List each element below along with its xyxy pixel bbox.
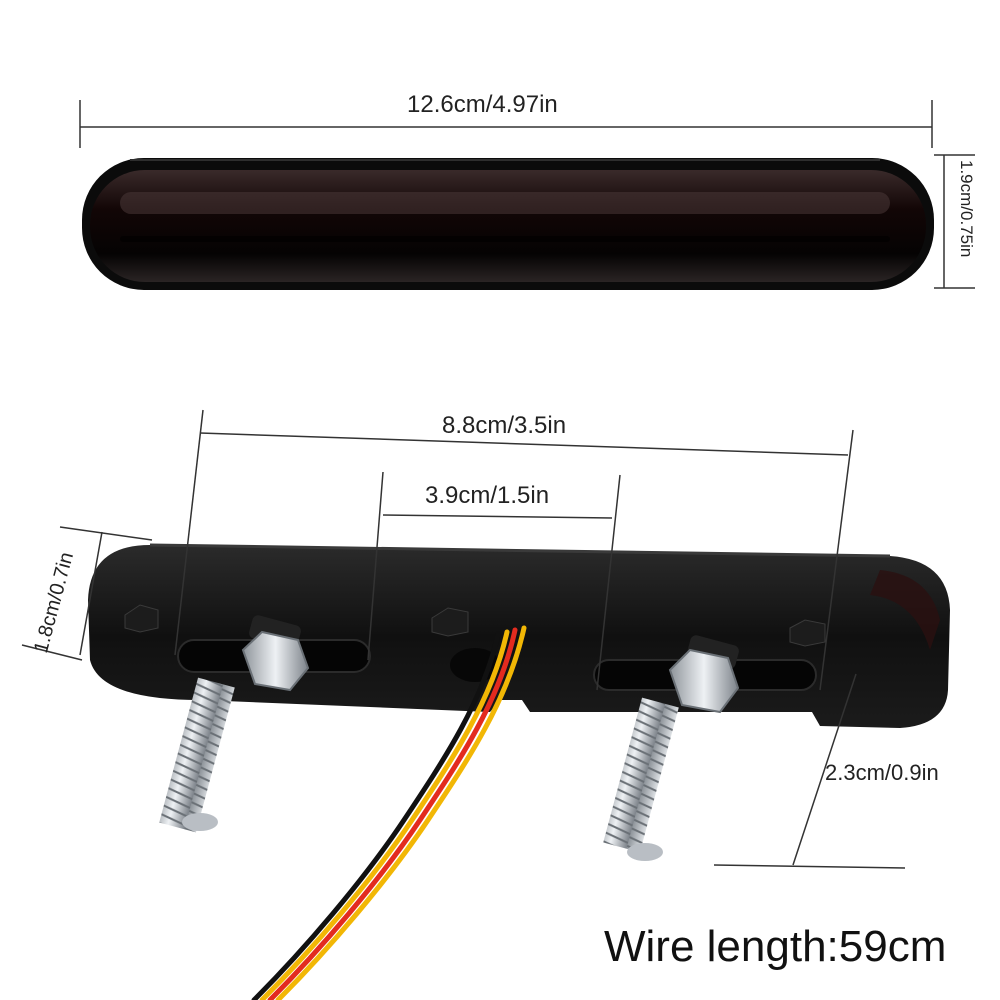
wire-length-label: Wire length:59cm	[604, 922, 947, 971]
length-label: 12.6cm/4.97in	[407, 91, 558, 118]
dimension-base-height-line	[21, 526, 153, 661]
wire-bundle	[251, 625, 527, 1000]
outer-spacing-label: 8.8cm/3.5in	[442, 412, 567, 439]
height-label: 1.9cm/0.75in	[957, 160, 976, 258]
bolt-left	[159, 615, 310, 833]
led-bar-top	[82, 158, 934, 290]
dimension-outer-spacing-line	[174, 409, 854, 691]
dimension-inner-spacing-line	[367, 471, 621, 691]
depth-label: 2.3cm/0.9in	[825, 760, 939, 785]
dimension-depth-line	[713, 673, 906, 869]
dimension-length-line	[79, 100, 933, 148]
bolt-right	[603, 635, 740, 861]
dimension-height-line	[934, 154, 975, 289]
inner-spacing-label: 3.9cm/1.5in	[425, 482, 550, 509]
